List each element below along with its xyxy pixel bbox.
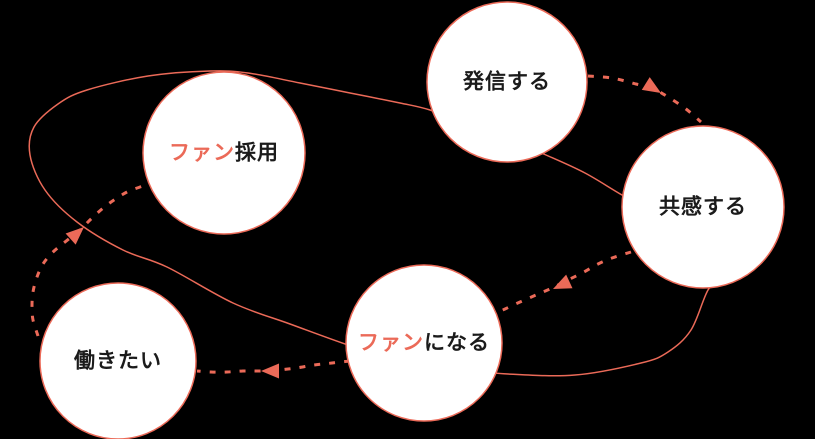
node-label-kyokan-suru: 共感する <box>659 197 747 218</box>
node-label-hasshin-suru: 発信する <box>463 72 551 93</box>
node-label-segment-fan-ni-naru-1: になる <box>424 331 490 355</box>
node-label-fan-saiyo: ファン採用 <box>169 143 279 164</box>
arrow-hasshin-to-kyokan-line <box>587 74 702 124</box>
arrow-kyokan-to-fan-ni-naru-arrowhead-icon <box>553 274 573 289</box>
arrow-hasshin-to-kyokan-arrowhead-icon <box>641 77 661 93</box>
node-label-segment-hasshin-suru-0: 発信する <box>463 70 551 94</box>
node-circle-kyokan-suru <box>621 125 785 289</box>
arrow-hatarakitai-to-fan-saiyo-arrowhead-icon <box>65 227 84 245</box>
node-circle-fan-ni-naru <box>345 264 503 422</box>
node-label-segment-fan-saiyo-0: ファン <box>169 141 235 165</box>
node-label-hatarakitai: 働きたい <box>74 351 162 372</box>
node-circle-hatarakitai <box>39 282 197 439</box>
arrow-fan-ni-naru-to-hatarakitai-arrowhead-icon <box>261 363 279 379</box>
node-label-segment-fan-saiyo-1: 採用 <box>235 141 279 165</box>
node-circle-hasshin-suru <box>426 1 588 163</box>
node-label-segment-fan-ni-naru-0: ファン <box>358 331 424 355</box>
node-circle-fan-saiyo <box>142 71 306 235</box>
node-label-segment-kyokan-suru-0: 共感する <box>659 195 747 219</box>
arrow-hatarakitai-to-fan-saiyo-line <box>30 182 149 337</box>
node-label-segment-hatarakitai-0: 働きたい <box>74 349 162 373</box>
node-label-fan-ni-naru: ファンになる <box>358 333 490 354</box>
